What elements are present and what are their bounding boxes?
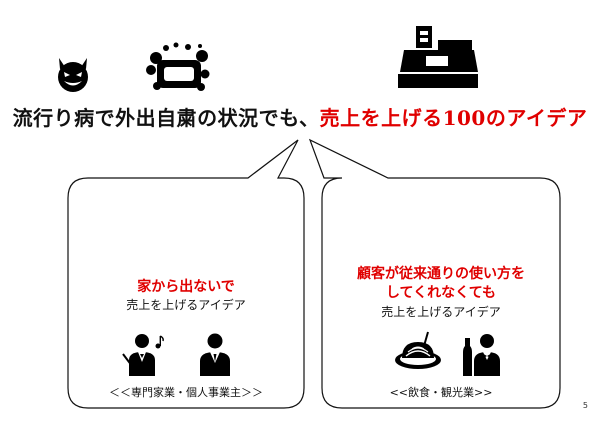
- spaghetti-plate-icon: [395, 331, 441, 369]
- headline-highlight: 売上を上げる100のアイデア: [319, 106, 588, 130]
- businessman-icon: [200, 333, 230, 376]
- conductor-icon: [122, 334, 164, 376]
- headline-prefix: 流行り病で外出自粛の状況でも、: [12, 106, 320, 130]
- right-speech-bubble: [308, 138, 561, 409]
- left-speech-bubble: [67, 139, 305, 409]
- cash-register-icon: [398, 26, 478, 88]
- page-number: 5: [582, 401, 588, 410]
- right-panel-title-line2: してくれなくても: [385, 285, 497, 301]
- waiter-icon: [463, 334, 500, 376]
- soap-bubbles-icon: [146, 42, 210, 91]
- right-panel-caption: <<飲食・観光業>>: [389, 386, 493, 399]
- left-panel-subtitle: 売上を上げるアイデア: [126, 298, 246, 312]
- right-panel-title-line1: 顧客が従来通りの使い方を: [357, 266, 525, 282]
- left-panel-title: 家から出ないで: [137, 279, 235, 295]
- headline: 流行り病で外出自粛の状況でも、売上を上げる100のアイデア: [0, 102, 600, 131]
- devil-face-icon: [58, 58, 88, 92]
- right-panel-subtitle: 売上を上げるアイデア: [381, 305, 501, 319]
- left-panel-caption: ＜＜専門家業・個人事業主＞＞: [109, 386, 263, 399]
